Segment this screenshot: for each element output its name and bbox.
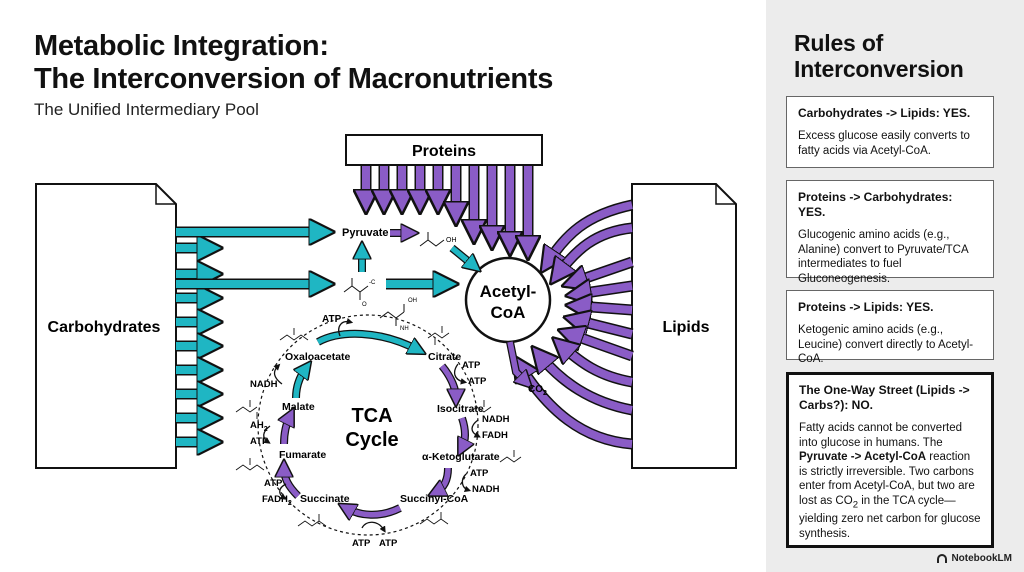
page-title: Metabolic Integration: The Interconversi… <box>34 30 553 96</box>
rule-card-proteins-to-carbs: Proteins -> Carbohydrates: YES. Glucogen… <box>786 180 994 285</box>
svg-text:NH: NH <box>400 326 409 332</box>
molecule-structures <box>235 326 522 527</box>
rule-card-body: Excess glucose easily converts to fatty … <box>798 130 970 157</box>
rule-card-body: Fatty acids cannot be converted into glu… <box>799 422 981 540</box>
cofactor-atp-7: ATP <box>250 436 269 447</box>
title-line-1: Metabolic Integration: <box>34 30 329 62</box>
succinate-label: Succinate <box>300 493 350 505</box>
rule-card-proteins-to-lipids: Proteins -> Lipids: YES. Ketogenic amino… <box>786 290 994 365</box>
page-subtitle: The Unified Intermediary Pool <box>34 100 259 119</box>
rule-card-carbs-to-lipids: Carbohydrates -> Lipids: YES. Excess glu… <box>786 96 994 168</box>
rules-panel: Rules of Interconversion Carbohydrates -… <box>766 0 1024 572</box>
cofactor-atp-3: ATP <box>470 468 489 479</box>
cofactors: ATP ATP NADH FADH ATP NADH ATP ATP ATP F… <box>250 360 510 549</box>
succinyl-coa-label: Succinyl-CoA <box>400 493 469 505</box>
interconversion-diagram: Proteins Carbohydrates <box>35 134 737 549</box>
acetyl-coa-node: Acetyl- CoA <box>464 256 552 344</box>
cofactor-atp-2: ATP <box>468 376 487 387</box>
cofactor-fadh2: FADH2 <box>262 494 292 507</box>
isocitrate-label: Isocitrate <box>437 403 484 415</box>
cofactor-atp-4: ATP <box>352 538 371 549</box>
fumarate-label: Fumarate <box>279 449 326 461</box>
pyruvate-node: Pyruvate OH -C O <box>342 227 474 308</box>
cofactor-atp-1: ATP <box>462 360 481 371</box>
svg-text:OH: OH <box>446 237 457 244</box>
proteins-box: Proteins <box>345 134 543 166</box>
brand-label: NotebookLM <box>951 553 1012 564</box>
notebooklm-logo-icon <box>937 554 948 563</box>
proteins-label: Proteins <box>412 143 476 160</box>
rule-card-body: Glucogenic amino acids (e.g., Alanine) c… <box>798 229 969 285</box>
oxaloacetate-label: Oxaloacetate <box>285 351 351 363</box>
svg-text:O: O <box>362 302 367 308</box>
tca-cycle-ring <box>257 314 479 536</box>
acetyl-coa-label-1: Acetyl- <box>480 282 537 301</box>
rule-card-lipids-to-carbs: The One-Way Street (Lipids -> Carbs?): N… <box>786 372 994 548</box>
cofactor-fadh: FADH <box>482 430 508 441</box>
svg-text:-C: -C <box>369 280 376 286</box>
cofactor-nadh-3: NADH <box>250 379 278 390</box>
rule-card-heading: Proteins -> Carbohydrates: YES. <box>798 190 953 219</box>
rules-title-line-1: Rules of <box>794 30 884 56</box>
carbohydrate-arrows <box>176 232 446 442</box>
title-line-2: The Interconversion of Macronutrients <box>34 63 554 95</box>
carbohydrates-label: Carbohydrates <box>48 319 161 336</box>
cofactor-nadh-2: NADH <box>472 484 500 495</box>
rules-title-line-2: Interconversion <box>794 56 964 82</box>
cofactor-atp-5: ATP <box>379 538 398 549</box>
rule-card-heading: Carbohydrates -> Lipids: YES. <box>798 106 971 120</box>
atp-label: ATP <box>322 314 342 325</box>
ketoglutarate-label: α-Ketoglutarate <box>422 451 500 463</box>
protein-arrows <box>366 165 528 248</box>
citrate-label: Citrate <box>428 351 461 363</box>
acetyl-coa-label-2: CoA <box>491 303 526 322</box>
pyruvate-label: Pyruvate <box>342 227 388 239</box>
rule-card-heading: The One-Way Street (Lipids -> Carbs?): N… <box>799 383 970 412</box>
tca-label-2: Cycle <box>345 429 398 451</box>
carbohydrates-box: Carbohydrates <box>35 183 177 469</box>
tca-step-arrows <box>284 366 465 515</box>
tca-intermediates: Citrate Isocitrate α-Ketoglutarate Succi… <box>279 351 500 505</box>
rule-card-heading: Proteins -> Lipids: YES. <box>798 300 934 314</box>
malate-label: Malate <box>282 401 315 413</box>
lipid-arrows <box>520 199 634 450</box>
notebooklm-brand: NotebookLM <box>937 553 1012 564</box>
tca-label-1: TCA <box>351 405 392 427</box>
rule-card-body: Ketogenic amino acids (e.g., Leucine) co… <box>798 324 974 365</box>
rules-title: Rules of Interconversion <box>794 30 964 82</box>
cofactor-nadh-1: NADH <box>482 414 510 425</box>
lipids-box: Lipids <box>631 183 737 469</box>
co2-label: CO2 <box>528 384 547 397</box>
lipids-label: Lipids <box>662 319 709 336</box>
cofactor-atp-6: ATP <box>264 478 283 489</box>
svg-text:OH: OH <box>408 298 417 304</box>
